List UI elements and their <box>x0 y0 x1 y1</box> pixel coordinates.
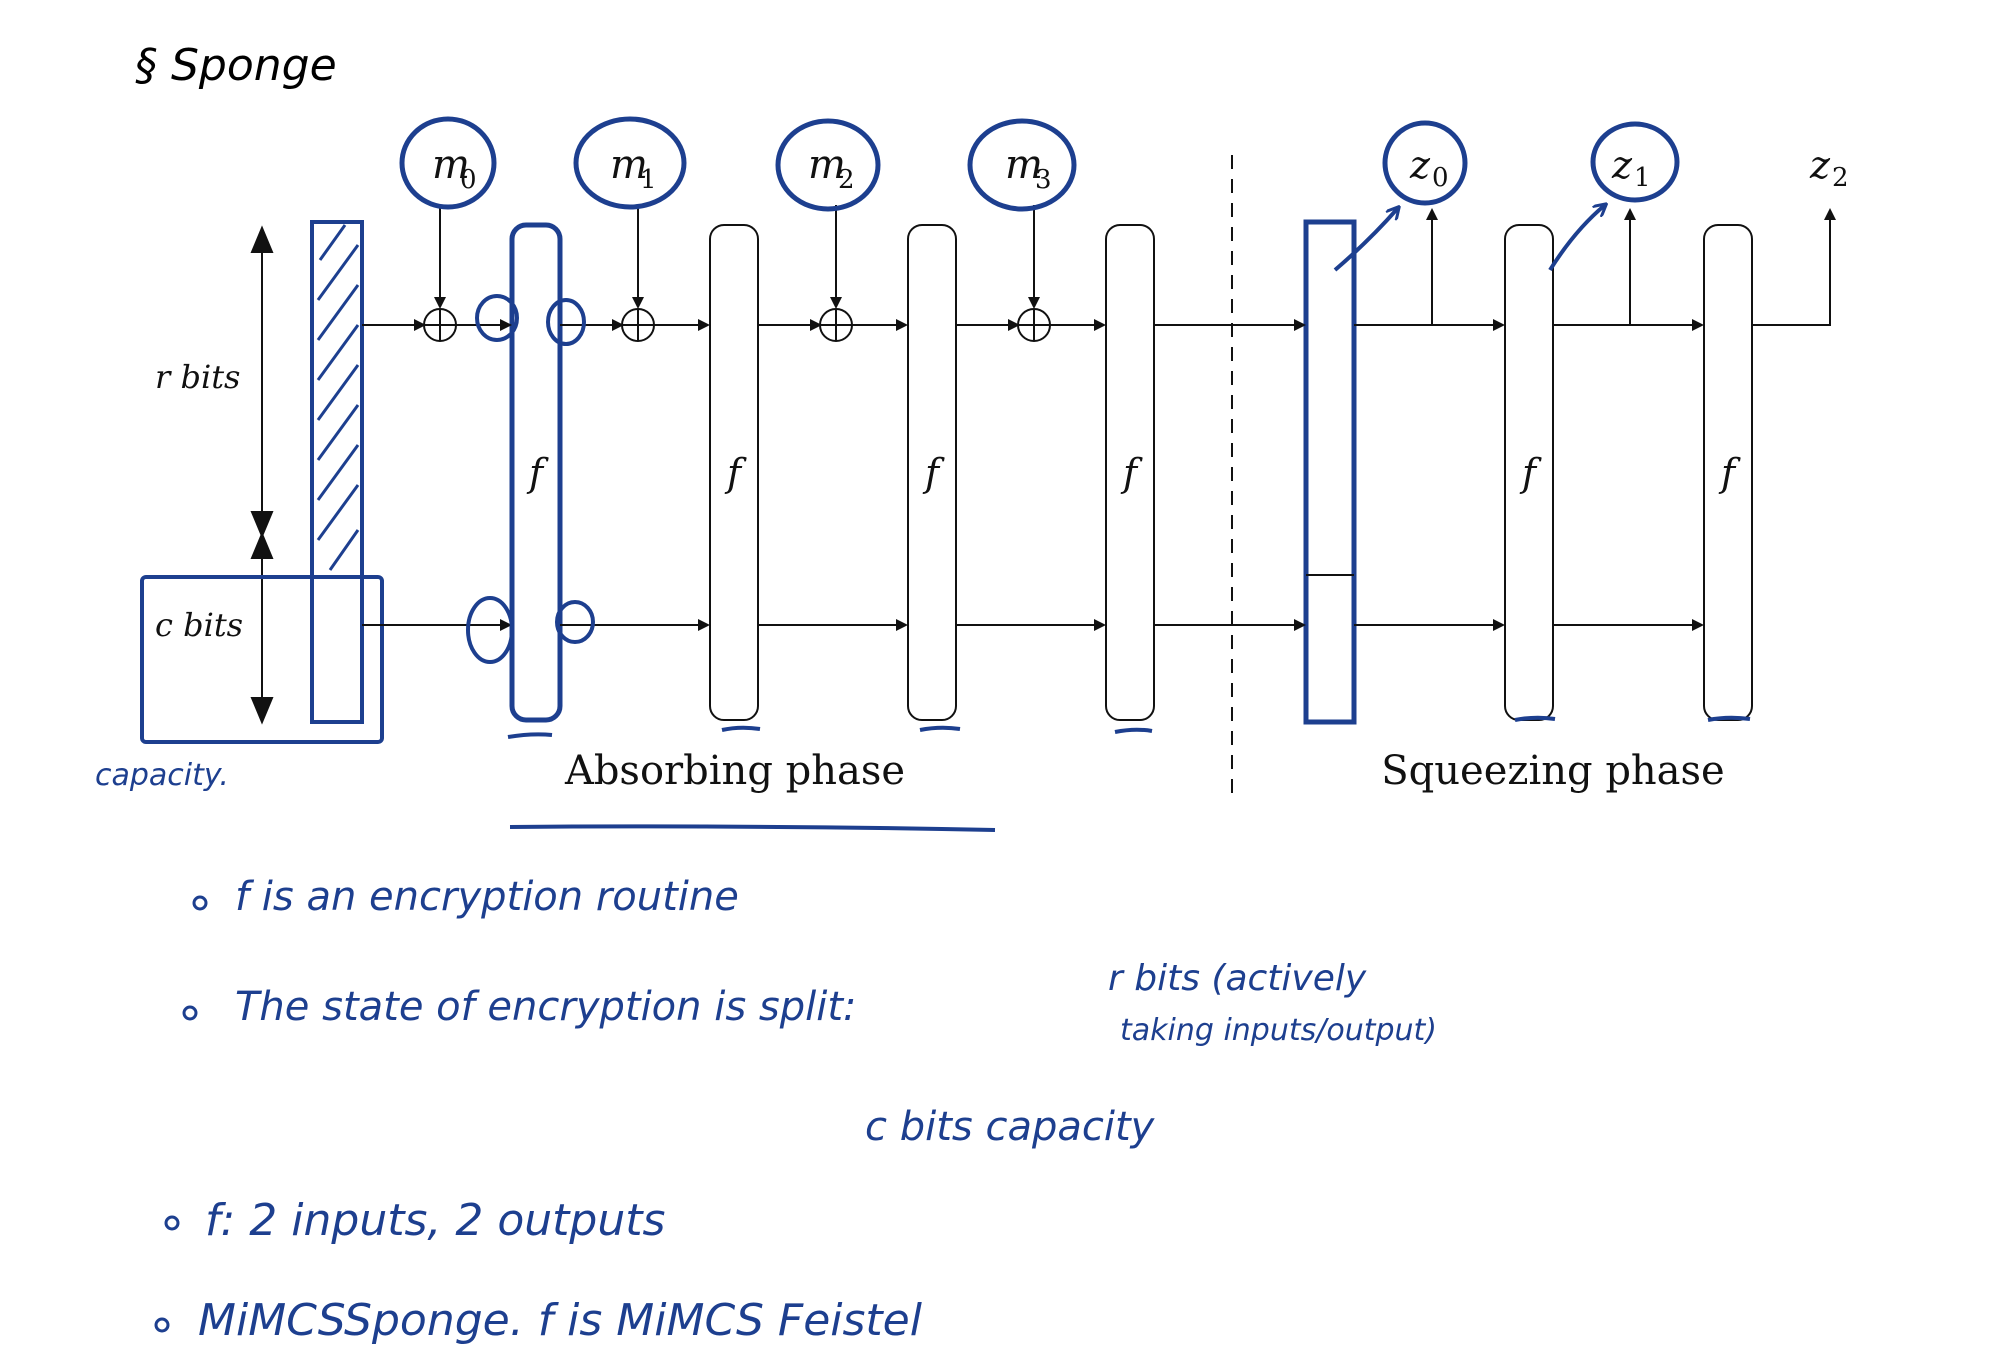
input-m3-sub: 3 <box>1035 165 1052 195</box>
note-4: f: 2 inputs, 2 outputs <box>164 1195 665 1246</box>
input-m3: m 3 <box>967 118 1077 212</box>
xor-icon <box>1017 308 1051 342</box>
dimension-arrows <box>250 225 274 725</box>
output-z0: z 0 <box>1382 120 1468 206</box>
output-labels: z 0 z 1 z 2 <box>1382 120 1849 206</box>
pen-arrows <box>1333 205 1605 272</box>
output-z0-base: z <box>1409 143 1431 187</box>
xor-icon <box>621 308 655 342</box>
f-boxes <box>509 219 1753 725</box>
f-labels: f f f f f f <box>526 451 1741 495</box>
output-z1: z 1 <box>1590 121 1680 203</box>
note-2-right-line2: taking inputs/output) <box>1120 1013 1437 1048</box>
note-4-text: f: 2 inputs, 2 outputs <box>205 1195 665 1246</box>
note-3: c bits capacity <box>865 1104 1156 1150</box>
r-bits-label: r bits <box>155 358 240 396</box>
output-z2-sub: 2 <box>1832 163 1849 193</box>
output-z2: z 2 <box>1809 143 1849 193</box>
page-title: § Sponge <box>135 40 337 91</box>
initial-state-column <box>310 220 364 724</box>
input-m1-sub: 1 <box>640 165 657 195</box>
input-m0: m 0 <box>399 116 497 210</box>
absorbing-phase-label: Absorbing phase <box>564 748 905 794</box>
input-m1-base: m <box>610 142 648 188</box>
output-z1-base: z <box>1611 143 1633 187</box>
box-underlines <box>507 715 1751 739</box>
note-2-right-line1: r bits (actively <box>1108 958 1367 999</box>
output-z1-sub: 1 <box>1634 163 1651 193</box>
notes: f is an encryption routine The state of … <box>154 874 1437 1346</box>
input-labels: m 0 m 1 m 2 m 3 <box>399 116 1077 212</box>
output-z2-base: z <box>1809 143 1831 187</box>
input-m2-base: m <box>808 142 846 188</box>
note-5: MiMCSSponge. f is MiMCS Feistel <box>154 1295 923 1346</box>
capacity-box <box>140 575 384 744</box>
input-m3-base: m <box>1005 142 1043 188</box>
xor-operators <box>423 308 1051 342</box>
xor-icon <box>423 308 457 342</box>
input-arrows <box>434 205 1040 309</box>
input-m0-sub: 0 <box>460 165 477 195</box>
note-5-text: MiMCSSponge. f is MiMCS Feistel <box>198 1295 923 1346</box>
input-m2: m 2 <box>775 118 881 212</box>
input-m0-base: m <box>432 142 470 188</box>
xor-icon <box>819 308 853 342</box>
output-z0-sub: 0 <box>1432 163 1449 193</box>
absorbing-phase-underline <box>509 824 996 832</box>
squeezing-phase-label: Squeezing phase <box>1381 748 1724 794</box>
input-m2-sub: 2 <box>838 165 855 195</box>
note-2-text: The state of encryption is split: <box>235 984 857 1030</box>
c-bits-label: c bits <box>155 606 243 644</box>
port-highlights <box>466 294 595 664</box>
input-m1: m 1 <box>573 116 687 210</box>
rate-line <box>362 208 1836 331</box>
note-1: f is an encryption routine <box>192 874 739 920</box>
note-3-text: c bits capacity <box>865 1104 1156 1150</box>
capacity-annotation: capacity. <box>95 758 229 793</box>
note-1-text: f is an encryption routine <box>235 874 739 920</box>
note-2: The state of encryption is split: r bits… <box>182 958 1437 1048</box>
